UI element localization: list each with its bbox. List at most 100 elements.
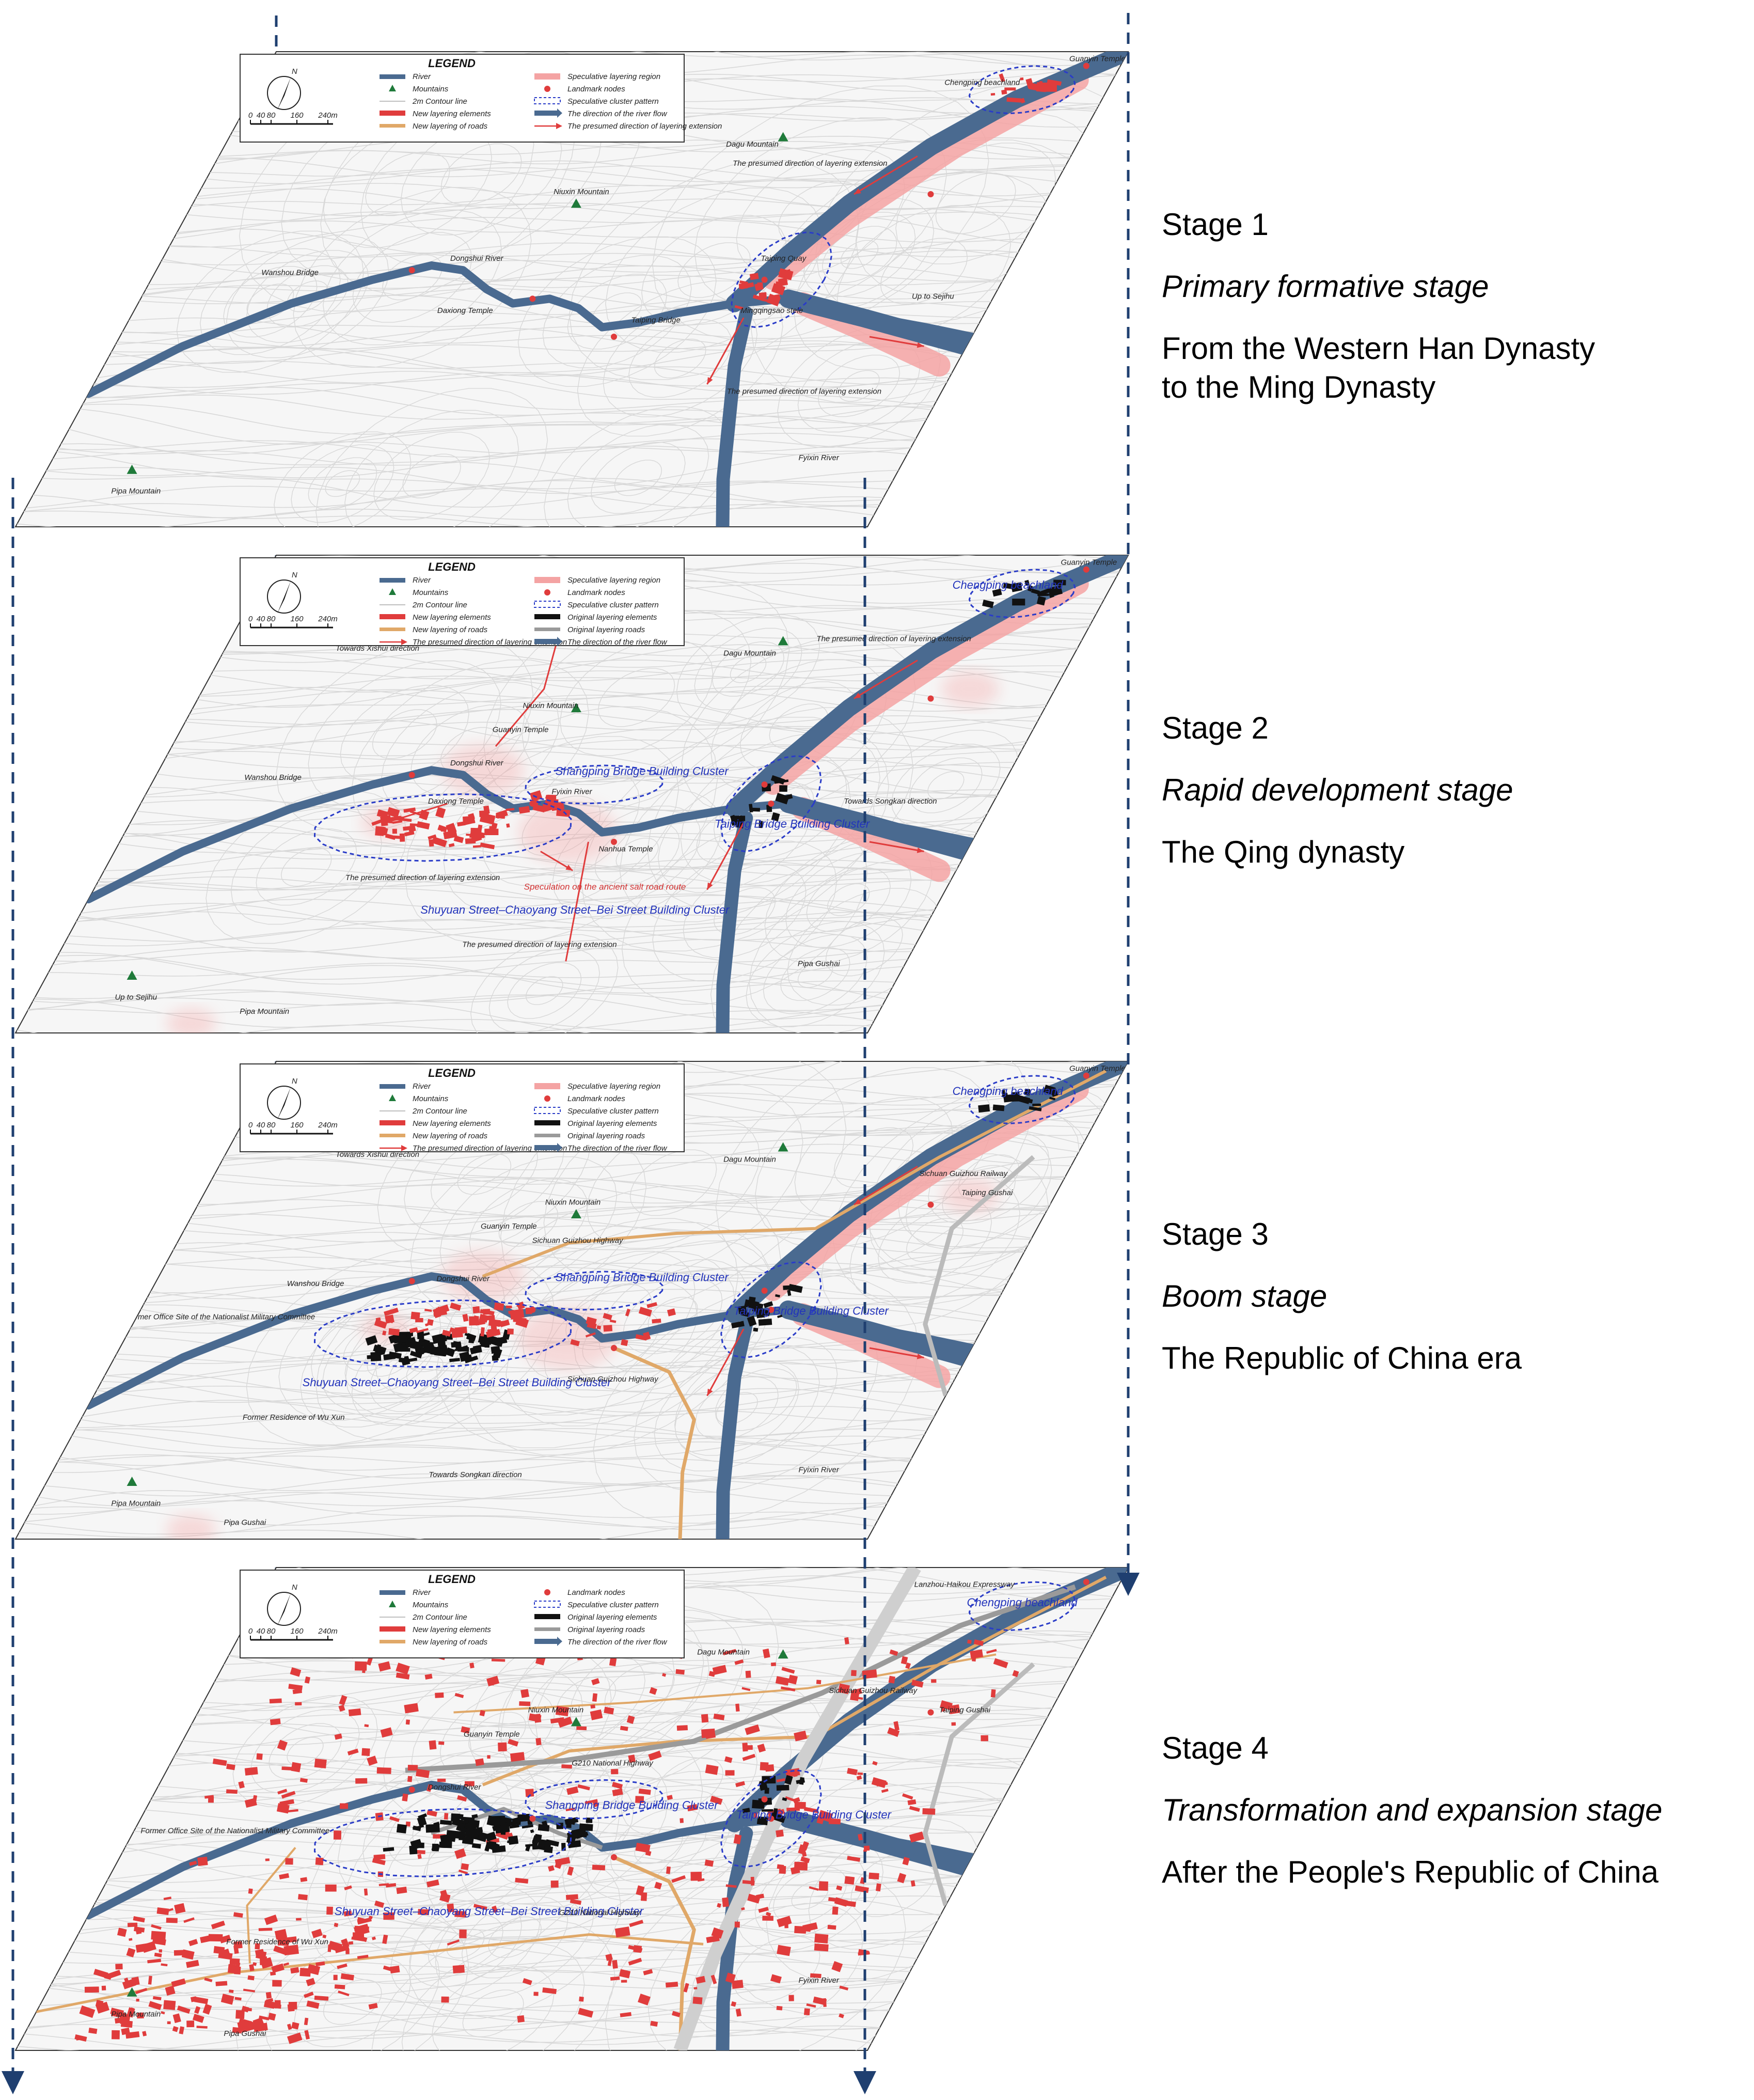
legend-title: LEGEND — [428, 57, 476, 70]
new-layering-element — [621, 1980, 627, 1983]
scale-tick-label: 80 — [267, 111, 276, 120]
contour-ring — [766, 1786, 1021, 1982]
scale-tick-label: 160 — [290, 1627, 304, 1636]
new-layering-element — [167, 2021, 171, 2025]
speculative-cluster-pattern — [731, 65, 1076, 328]
landmark-node — [611, 334, 617, 340]
original-layering-element — [775, 793, 789, 805]
new-layering-element — [902, 1793, 913, 1800]
legend-swatch-orig-element — [534, 1614, 560, 1619]
speculative-cluster-pattern — [313, 1581, 1076, 1877]
map-label: Niuxin Mountain — [554, 187, 609, 196]
new-layering-element — [671, 1875, 686, 1883]
contour-ring — [365, 151, 450, 216]
new-layering-element — [279, 1873, 290, 1879]
scale-tick-label: 40 — [257, 1121, 265, 1130]
legend-swatch-river — [380, 578, 405, 583]
new-layering-element — [480, 842, 495, 850]
stage-label: Stage 4 — [1162, 1731, 1269, 1765]
compass-ring — [267, 1592, 301, 1626]
new-layering-element — [304, 2030, 310, 2040]
new-layering-element — [745, 1724, 760, 1735]
new-layering-element — [389, 1816, 400, 1822]
extension-arrowhead — [854, 693, 861, 699]
legend-item-label: New layering elements — [413, 109, 491, 118]
new-layering-element — [465, 838, 476, 844]
map-label: Dagu Mountain — [723, 649, 776, 657]
new-layering-element — [893, 1721, 899, 1731]
contour-line — [78, 1913, 933, 1935]
new-layering-element — [290, 1967, 299, 1974]
original-layering-element — [365, 1335, 378, 1346]
new-layering-element — [396, 1663, 410, 1675]
new-layering-element — [1036, 82, 1047, 92]
contour-line — [86, 1908, 925, 1945]
new-layering-element — [378, 1661, 391, 1672]
contour-line — [44, 1473, 898, 1497]
contour-line — [38, 1475, 896, 1507]
new-layering-element — [392, 820, 403, 824]
new-layering-element — [742, 1743, 748, 1752]
original-layering-element — [500, 1830, 506, 1835]
contour-line — [78, 888, 929, 921]
new-layering-element — [402, 1793, 408, 1801]
new-layering-element — [226, 1763, 235, 1770]
new-layering-element — [778, 277, 788, 287]
contour-line — [69, 416, 916, 455]
contour-line — [112, 343, 963, 377]
legend-swatch-cluster — [534, 1601, 561, 1608]
new-layering-element — [754, 282, 764, 291]
new-layering-element — [696, 1976, 706, 1984]
new-layering-element — [285, 1858, 293, 1865]
contour-line — [60, 443, 899, 488]
new-layering-element — [448, 843, 455, 848]
river — [84, 52, 1128, 527]
original-layering-element — [393, 1334, 408, 1344]
original-layering-element — [1037, 588, 1051, 597]
contour-line — [86, 383, 934, 411]
new-layering-element — [405, 1821, 411, 1827]
contour-ring — [712, 641, 784, 697]
original-layering-element — [770, 775, 785, 785]
new-layering-element — [776, 2005, 783, 2011]
new-layering-element — [888, 1675, 896, 1684]
new-layering-element — [392, 828, 397, 834]
original-layering-element — [579, 1823, 593, 1831]
new-layering-element — [780, 1686, 796, 1691]
new-layering-element — [475, 1758, 484, 1766]
landmark-node — [761, 276, 768, 283]
legend-item-label: The presumed direction of layering exten… — [413, 1144, 567, 1153]
new-layering-element — [367, 1756, 378, 1766]
new-layering-element — [555, 1705, 570, 1717]
new-layering-element — [429, 839, 434, 847]
map-label: Sichuan Guizhou Highway — [567, 1375, 659, 1384]
new-layering-element — [243, 1988, 256, 1993]
mountains — [127, 636, 788, 980]
legend-item-label: Landmark nodes — [567, 85, 625, 93]
legend-swatch-new-road — [380, 1134, 405, 1137]
new-layering-element — [371, 1936, 376, 1940]
new-layering-element — [477, 824, 483, 833]
speculative-region-blob — [518, 801, 618, 864]
original-layering-element — [417, 1331, 424, 1340]
new-layering-element — [248, 1888, 253, 1894]
new-layering-element — [518, 806, 530, 814]
contour-line — [277, 555, 1119, 583]
new-layering-element — [951, 1722, 956, 1726]
connector-arrowhead-right — [1117, 1573, 1140, 1596]
map-label: The presumed direction of layering exten… — [816, 635, 971, 644]
new-layering-element — [376, 1767, 391, 1774]
contour-ring — [715, 1061, 1032, 1278]
legend-item-label: New layering elements — [413, 613, 491, 622]
new-layering-element — [910, 1880, 915, 1887]
contour-ring — [274, 431, 412, 527]
map-label: Guanyin Temple — [1069, 54, 1126, 63]
contour-line — [27, 994, 880, 1020]
new-layering-element — [491, 822, 498, 829]
new-layering-element — [396, 1886, 407, 1894]
contour-ring — [605, 187, 824, 353]
original-layering-element — [783, 1285, 796, 1290]
new-layering-element — [479, 812, 496, 825]
extension-arrow — [706, 317, 745, 385]
contour-line — [56, 450, 908, 490]
